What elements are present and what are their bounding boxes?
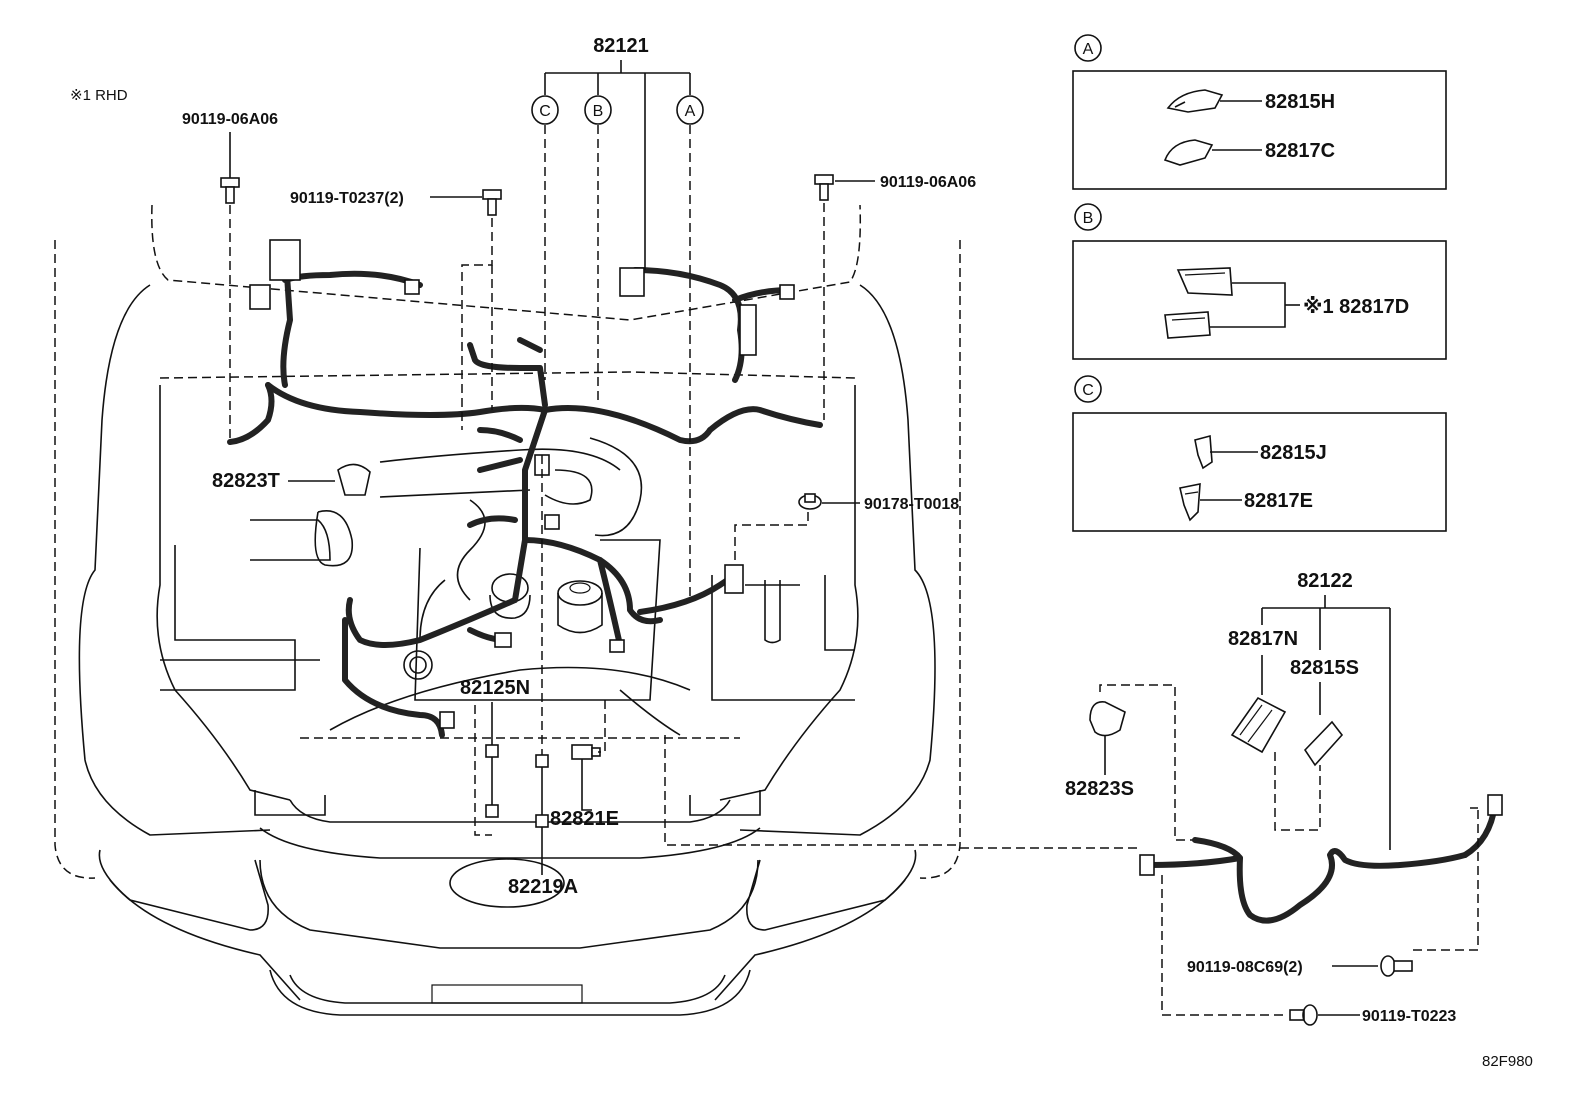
rhd-note: ※1 RHD <box>70 87 128 104</box>
clip-icon <box>1163 139 1214 166</box>
svg-text:B: B <box>593 103 604 120</box>
clip-icon <box>1179 483 1201 522</box>
label-82815J: 82815J <box>1260 442 1327 464</box>
bolt-icon <box>220 177 240 204</box>
label-bolt-left: 90119-06A06 <box>182 111 278 128</box>
nut-icon <box>798 493 822 510</box>
fuse-link-icon <box>535 754 549 828</box>
label-clamp-nut: 90178-T0018 <box>864 496 959 513</box>
part-82823T-group: 82823T <box>212 463 371 496</box>
clip-icon <box>1166 89 1224 113</box>
part-82219A-group: 82219A <box>508 455 578 898</box>
label-bolt-right: 90119-06A06 <box>880 174 976 191</box>
label-82821E: 82821E <box>550 808 619 830</box>
label-bolt-center: 90119-T0237(2) <box>290 190 404 207</box>
bolt-icon <box>482 189 502 216</box>
detail-box-b: B ※1 82817D <box>1072 203 1447 360</box>
detail-box-a: A 82815H 82817C <box>1072 34 1447 190</box>
detail-b-ref: B <box>1083 210 1094 227</box>
label-82817E: 82817E <box>1244 490 1313 512</box>
bolt-right-group: 90119-06A06 <box>814 174 976 420</box>
label-82815H: 82815H <box>1265 91 1335 113</box>
callout-82121: 82121 C B A <box>531 35 704 600</box>
label-82122: 82122 <box>1297 570 1353 592</box>
clamp-nut-group: 90178-T0018 <box>734 493 959 560</box>
part-82821E-group: 82821E <box>550 700 619 830</box>
fuse-link-icon <box>485 744 499 818</box>
svg-text:C: C <box>539 103 551 120</box>
detail-box-c: C 82815J 82817E <box>1072 375 1447 532</box>
figure-code: 82F980 <box>1482 1053 1533 1070</box>
detail-c-ref: C <box>1082 382 1094 399</box>
label-bolt-T0223: 90119-T0223 <box>1362 1008 1456 1025</box>
fuse-icon <box>571 744 601 760</box>
svg-text:A: A <box>685 103 696 120</box>
vehicle-body <box>54 204 961 1016</box>
part-82125N-group: 82125N <box>460 677 530 836</box>
label-82817N: 82817N <box>1228 628 1298 650</box>
ref-circle-b: B <box>584 95 612 125</box>
ref-circle-a: A <box>676 95 704 125</box>
label-82121: 82121 <box>593 35 649 57</box>
label-82125N: 82125N <box>460 677 530 699</box>
label-82815S: 82815S <box>1290 657 1359 679</box>
label-82823T: 82823T <box>212 470 280 492</box>
connector-icon <box>1176 267 1233 296</box>
grommet-icon <box>1089 701 1126 737</box>
bolt-icon <box>1289 1004 1318 1026</box>
ref-circle-c: C <box>531 95 559 125</box>
harness-82122-group: 82122 82817N 82815S 82823S <box>960 570 1503 1026</box>
label-bolt-08C69: 90119-08C69(2) <box>1187 959 1303 976</box>
detail-a-ref: A <box>1083 41 1094 58</box>
label-82823S: 82823S <box>1065 778 1134 800</box>
clip-icon <box>1194 434 1213 470</box>
bolt-icon <box>1380 955 1413 977</box>
label-82219A: 82219A <box>508 876 578 898</box>
wire-harness-82121 <box>227 239 823 738</box>
clip-icon <box>1303 720 1344 767</box>
label-82817D: ※1 82817D <box>1303 296 1409 318</box>
engine-components <box>250 437 800 736</box>
connector-icon <box>1230 696 1287 754</box>
bolt-left-group: 90119-06A06 <box>182 111 278 440</box>
connector-icon <box>1164 311 1211 339</box>
connector-cap-icon <box>337 463 371 496</box>
bolt-center-group: 90119-T0237(2) <box>290 189 502 430</box>
label-82817C: 82817C <box>1265 140 1335 162</box>
bolt-icon <box>814 174 834 201</box>
